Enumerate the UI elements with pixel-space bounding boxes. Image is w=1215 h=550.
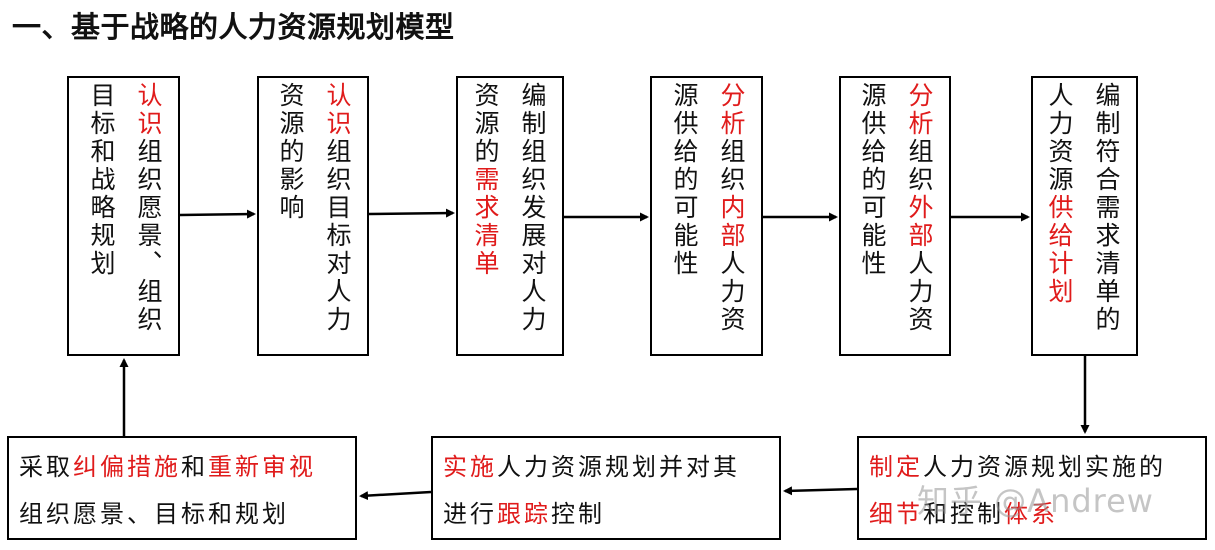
body-text: 组织: [717, 138, 746, 194]
highlight-text: 跟踪: [497, 500, 551, 528]
step-box-3-demand-list: 编制组织发展对人力资源的需求清单: [456, 76, 564, 356]
highlight-text: 认识: [323, 82, 352, 138]
body-text: 人力资源供给的可能性: [858, 82, 934, 334]
step-box-8-implement-and-track: 实施人力资源规划并对其进行跟踪控制: [431, 436, 781, 540]
box-text: 编制组织发展对人力资源的需求清单: [462, 78, 556, 354]
step-box-4-internal-supply: 分析组织内部人力资源供给的可能性: [650, 76, 763, 356]
body-text: 组织愿景、目标和规划: [19, 500, 289, 528]
box-text: 采取纠偏措施和重新审视组织愿景、目标和规划: [19, 444, 351, 538]
text-line: 制定人力资源规划实施的: [869, 444, 1201, 491]
arrow-8-to-9: [359, 490, 432, 501]
step-box-2-recognize-impact: 认识组织目标对人力资源的影响: [257, 76, 369, 356]
body-text: 和控制: [923, 500, 1004, 528]
body-text: 进行: [443, 500, 497, 528]
body-text: 组织愿景、组织目标和战略规划: [87, 82, 163, 334]
box-text: 制定人力资源规划实施的细节和控制体系: [869, 444, 1201, 538]
step-box-9-correct-and-review: 采取纠偏措施和重新审视组织愿景、目标和规划: [7, 436, 357, 540]
step-box-1-recognize-vision: 认识组织愿景、组织目标和战略规划: [67, 76, 180, 356]
body-text: 人力资源供给的可能性: [670, 82, 746, 334]
step-box-5-external-supply: 分析组织外部人力资源供给的可能性: [839, 76, 951, 356]
highlight-text: 分析: [905, 82, 934, 138]
step-box-6-supply-plan: 编制符合需求清单的人力资源供给计划: [1031, 76, 1138, 356]
body-text: 人力资源规划并对其: [497, 453, 740, 481]
body-text: 人力资源规划实施的: [923, 453, 1166, 481]
page-title: 一、基于战略的人力资源规划模型: [12, 10, 455, 44]
box-text: 编制符合需求清单的人力资源供给计划: [1036, 78, 1130, 354]
text-line: 细节和控制体系: [869, 491, 1201, 538]
text-line: 组织愿景、目标和规划: [19, 491, 351, 538]
highlight-text: 内部: [717, 194, 746, 250]
highlight-text: 实施: [443, 453, 497, 481]
box-text: 认识组织愿景、组织目标和战略规划: [78, 78, 172, 354]
highlight-text: 供给计划: [1045, 194, 1074, 306]
box-text: 实施人力资源规划并对其进行跟踪控制: [443, 444, 775, 538]
highlight-text: 制定: [869, 453, 923, 481]
box-text: 分析组织内部人力资源供给的可能性: [661, 78, 755, 354]
highlight-text: 认识: [134, 82, 163, 138]
body-text: 采取: [19, 453, 73, 481]
arrow-7-to-8: [783, 486, 858, 496]
text-line: 采取纠偏措施和重新审视: [19, 444, 351, 491]
arrow-2-to-3: [368, 208, 455, 218]
highlight-text: 纠偏措施: [73, 453, 181, 481]
body-text: 和: [181, 453, 208, 481]
highlight-text: 需求清单: [471, 166, 500, 278]
highlight-text: 分析: [717, 82, 746, 138]
box-text: 分析组织外部人力资源供给的可能性: [849, 78, 943, 354]
body-text: 组织目标对人力资源的影响: [276, 82, 352, 334]
body-text: 编制符合需求清单的人力资源: [1045, 82, 1121, 334]
body-text: 编制组织发展对人力资源的: [471, 82, 547, 334]
watermark: 知乎 @Andrew: [917, 482, 1154, 520]
box-text: 认识组织目标对人力资源的影响: [267, 78, 361, 354]
highlight-text: 细节: [869, 500, 923, 528]
step-box-7-detail-and-control: 制定人力资源规划实施的细节和控制体系: [857, 436, 1207, 540]
highlight-text: 体系: [1004, 500, 1058, 528]
body-text: 控制: [551, 500, 605, 528]
highlight-text: 外部: [905, 194, 934, 250]
text-line: 实施人力资源规划并对其: [443, 444, 775, 491]
text-line: 进行跟踪控制: [443, 491, 775, 538]
arrow-1-to-2: [179, 209, 256, 219]
highlight-text: 重新审视: [208, 453, 316, 481]
body-text: 组织: [905, 138, 934, 194]
